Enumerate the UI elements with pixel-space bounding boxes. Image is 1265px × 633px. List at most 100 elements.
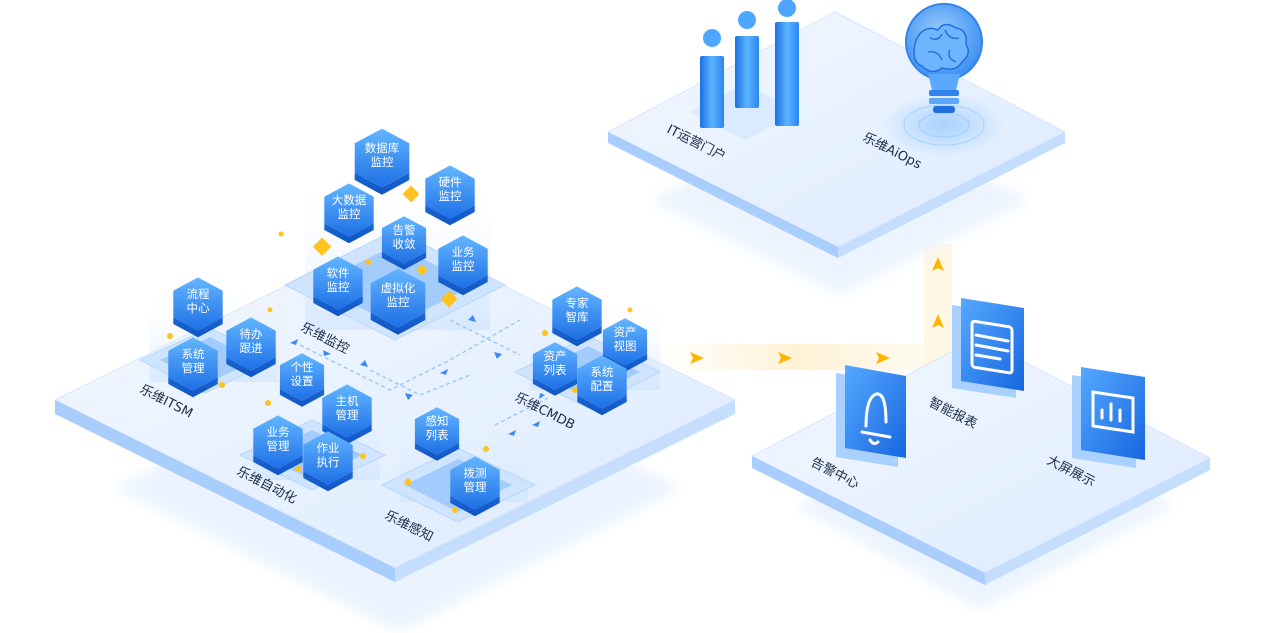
connection-lines xyxy=(299,319,549,426)
tile-label: 监控 xyxy=(387,295,410,309)
tile-label: 监控 xyxy=(327,280,350,294)
arrow-up-2 xyxy=(932,257,944,271)
tile-side xyxy=(324,196,374,244)
tile-label: 资产 xyxy=(614,325,637,339)
tile-face xyxy=(324,183,374,237)
tile-label: 大数据 xyxy=(332,193,367,207)
tile-side xyxy=(438,248,488,296)
tile-label: 监控 xyxy=(338,207,361,221)
tile-label: 监控 xyxy=(452,259,475,273)
tile-label: 管理 xyxy=(464,480,487,494)
tile-label: 管理 xyxy=(336,408,359,422)
tile-face xyxy=(279,353,325,401)
tile-side xyxy=(602,330,648,372)
tile-face xyxy=(602,318,648,366)
tile-label: 数据库 xyxy=(365,141,400,155)
tile-face xyxy=(552,286,602,340)
tile-face xyxy=(370,268,426,328)
arrow-up-1 xyxy=(932,314,944,328)
tile-side xyxy=(381,228,427,270)
tile-label: 管理 xyxy=(182,361,205,375)
tile-label: 系统 xyxy=(591,365,614,379)
tile-label: 业务 xyxy=(452,245,475,259)
tile-label: 管理 xyxy=(267,439,290,453)
tile-face xyxy=(354,128,410,188)
tile-face xyxy=(168,337,218,391)
tile-side xyxy=(425,178,475,226)
tile-side xyxy=(313,269,363,317)
tile-label: 视图 xyxy=(614,339,637,353)
tile-label: 资产 xyxy=(544,349,567,363)
tile-side xyxy=(173,290,223,338)
tile-face xyxy=(303,431,353,485)
big-screen-icon xyxy=(1072,367,1145,468)
portal-pillars-icon xyxy=(690,0,800,140)
tile-label: 配置 xyxy=(591,379,614,393)
tile-side xyxy=(354,143,410,195)
tile-face xyxy=(322,384,372,438)
tile-label: 专家 xyxy=(566,296,589,310)
tile-label: 硬件 xyxy=(439,175,462,189)
tile-label: 作业 xyxy=(317,441,340,455)
tile-face xyxy=(577,355,627,409)
aiops-bulb-icon xyxy=(882,3,1006,157)
arrow-right-3 xyxy=(876,352,890,364)
tile-label: 虚拟化 xyxy=(381,281,416,295)
tile-label: 中心 xyxy=(187,301,210,315)
tile-side xyxy=(450,469,500,517)
tile-label: 流程 xyxy=(187,287,210,301)
tile-side xyxy=(532,354,578,396)
tile-label: 列表 xyxy=(426,428,449,442)
tile-side xyxy=(577,368,627,416)
tiles-layer: 数据库监控硬件监控大数据监控告警收敛业务监控软件监控虚拟化监控流程中心待办跟进系… xyxy=(168,128,648,517)
tile-face xyxy=(313,256,363,310)
tile-label: 软件 xyxy=(327,266,350,280)
tile-side xyxy=(370,283,426,335)
tile-label: 个性 xyxy=(291,360,314,374)
tile-label: 系统 xyxy=(182,347,205,361)
tile-face xyxy=(173,277,223,331)
direction-arrows xyxy=(290,315,545,436)
tile-label: 监控 xyxy=(439,189,462,203)
tile-label: 列表 xyxy=(544,363,567,377)
arrow-right-2 xyxy=(778,352,792,364)
tile-side xyxy=(303,444,353,492)
tile-label: 业务 xyxy=(267,425,290,439)
tile-side xyxy=(168,350,218,398)
tile-side xyxy=(322,397,372,445)
right-upper-platform xyxy=(606,11,1067,295)
tile-face xyxy=(532,342,578,390)
tile-face xyxy=(425,165,475,219)
tile-label: 执行 xyxy=(317,455,340,469)
tile-label: 拨测 xyxy=(464,466,487,480)
tile-label: 告警 xyxy=(393,223,416,237)
tile-face xyxy=(414,407,460,455)
tile-face xyxy=(226,317,276,371)
tile-label: 设置 xyxy=(291,374,314,388)
tile-side xyxy=(226,330,276,378)
tile-label: 跟进 xyxy=(240,341,263,355)
tile-side xyxy=(414,419,460,461)
tile-label: 收敛 xyxy=(393,237,416,251)
tile-side xyxy=(279,365,325,407)
alarm-center-icon xyxy=(836,365,906,467)
tile-side xyxy=(552,299,602,347)
arrow-right-1 xyxy=(690,352,704,364)
